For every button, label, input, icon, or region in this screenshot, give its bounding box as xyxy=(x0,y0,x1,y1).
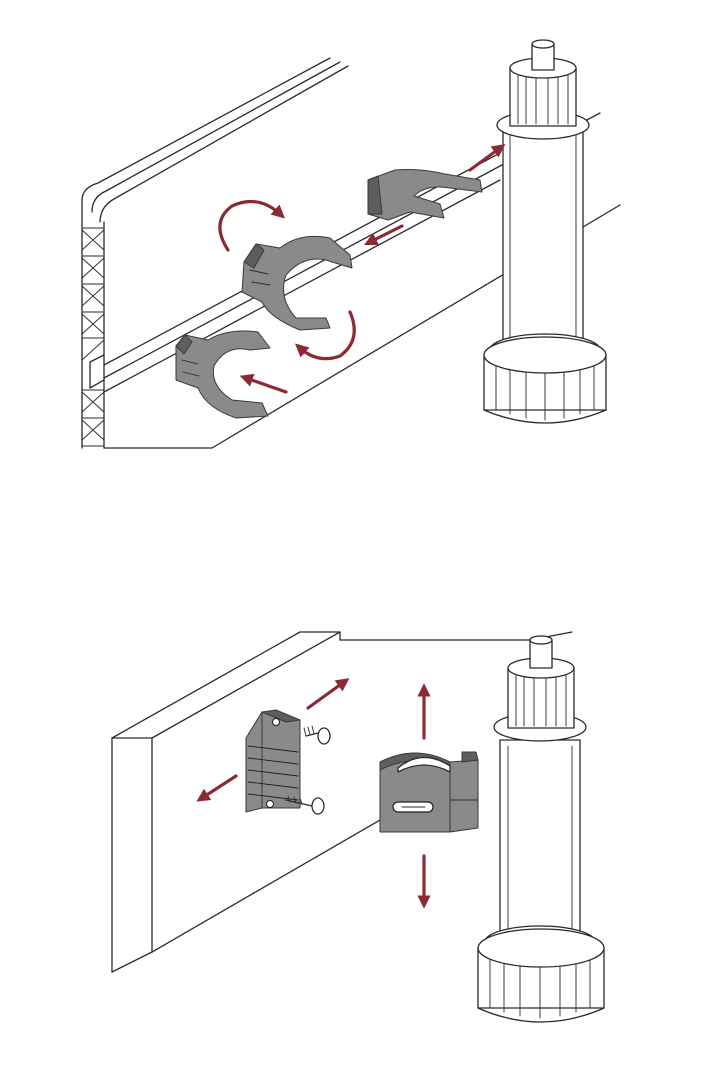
screw-mount-bracket xyxy=(245,709,301,813)
rotate-arrow-lower xyxy=(294,310,356,361)
c-clip-large xyxy=(241,235,353,331)
arrow-group-bottom xyxy=(196,678,431,909)
insert-arrow-left xyxy=(239,373,288,394)
clip-holder-block xyxy=(379,751,479,833)
arrow-bracket-up-right xyxy=(306,678,350,710)
arrow-bracket-down-left xyxy=(196,774,238,802)
c-clip-mounted xyxy=(367,169,483,221)
rotate-arrow-upper xyxy=(218,199,285,252)
c-clip-small xyxy=(175,330,271,419)
adjustable-leg-bottom xyxy=(477,635,605,1023)
slide-arrow-middle xyxy=(363,224,404,246)
arrow-group-top xyxy=(218,144,506,394)
wood-screw-upper xyxy=(303,725,331,745)
board-panel xyxy=(111,631,573,973)
bottom-panel xyxy=(111,631,605,1023)
top-panel xyxy=(81,39,621,449)
slide-arrow-right xyxy=(468,144,506,172)
wood-screw-lower xyxy=(285,795,325,815)
adjustable-leg-top xyxy=(483,39,607,424)
